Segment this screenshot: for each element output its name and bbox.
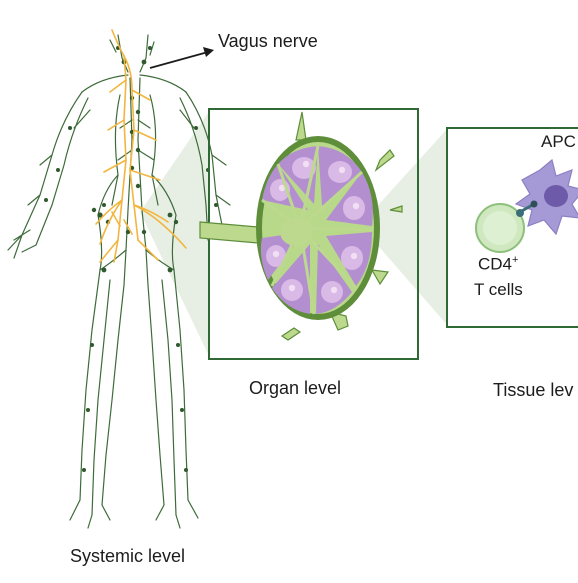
t-cells-label: T cells [474, 280, 523, 299]
zoom-wedge-body-to-organ [140, 110, 210, 358]
cd4-label: CD4+ [478, 254, 518, 275]
lymphatic-vessels [199, 111, 403, 341]
organ-level-label: Organ level [249, 378, 342, 398]
systemic-level-label: Systemic level [70, 546, 186, 566]
apc-cell [514, 158, 578, 236]
vagus-nerve-pointer [149, 51, 209, 69]
cd4-text: CD4 [478, 254, 513, 274]
lymph-node-organ [199, 111, 403, 341]
apc-label: APC [541, 132, 576, 151]
vagus-nerve-label: Vagus nerve [218, 31, 318, 51]
cd4-superscript: + [512, 254, 519, 266]
lobule-nuclei [272, 160, 360, 294]
tissue-level-label: Tissue lev [493, 380, 574, 400]
vagus-pointer-arrowhead [203, 47, 214, 57]
t-cell [475, 203, 525, 253]
node-hilum [280, 218, 312, 246]
zoom-wedge-organ-to-tissue [360, 128, 448, 326]
tissue-panel-frame [446, 127, 578, 328]
tcr-mhc-synapse [516, 200, 538, 217]
vagus-nerve [95, 29, 187, 263]
